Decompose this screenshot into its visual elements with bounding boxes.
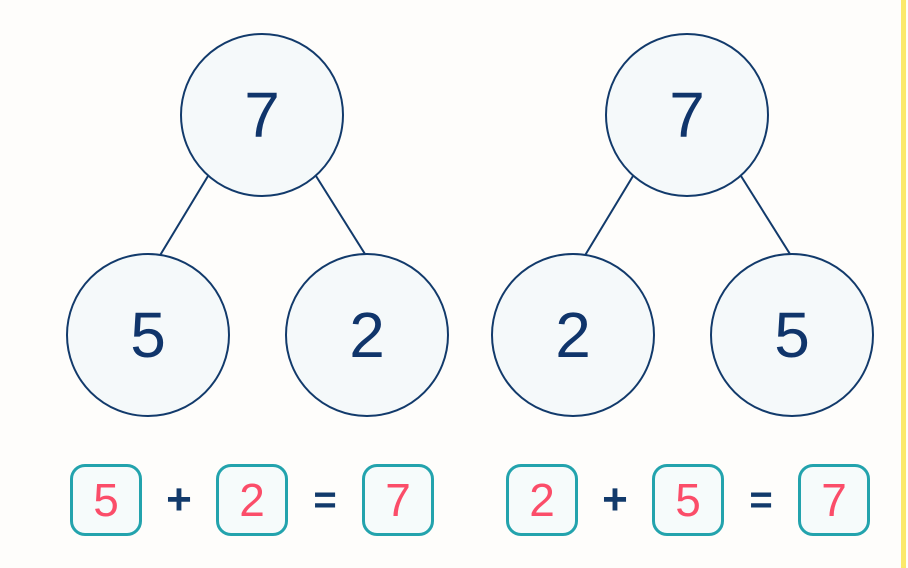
plus-icon: +: [166, 475, 192, 524]
bond-left-whole-value: 7: [244, 79, 280, 151]
bond-connector-lines-left: [155, 175, 371, 263]
equation-right: 2 + 5 = 7: [506, 462, 870, 538]
connector-right-branch: [315, 175, 371, 263]
connector-left-branch: [580, 175, 634, 263]
bond-connector-lines-right: [580, 175, 796, 263]
equation-left-addend-a-value: 5: [93, 474, 119, 526]
equation-right-sum-box[interactable]: 7: [798, 464, 870, 536]
bond-right-part-b-value: 5: [774, 299, 810, 371]
equation-left-addend-b-box[interactable]: 2: [216, 464, 288, 536]
bond-left-part-b-circle[interactable]: 2: [285, 253, 449, 417]
number-bond-left: 7 5 2: [60, 0, 480, 440]
bond-right-part-b-circle[interactable]: 5: [710, 253, 874, 417]
equation-left-addend-b-value: 2: [239, 474, 265, 526]
number-bond-right: 7 2 5: [485, 0, 905, 440]
equals-icon: =: [749, 478, 773, 522]
bond-left-part-b-value: 2: [349, 299, 385, 371]
plus-icon: +: [602, 475, 628, 524]
equation-right-sum-value: 7: [821, 474, 847, 526]
connector-left-branch: [155, 175, 209, 263]
equals-icon: =: [313, 478, 337, 522]
bond-left-part-a-value: 5: [130, 299, 166, 371]
bond-right-part-a-circle[interactable]: 2: [491, 253, 655, 417]
equation-left-sum-box[interactable]: 7: [362, 464, 434, 536]
connector-right-branch: [740, 175, 796, 263]
bond-right-whole-value: 7: [669, 79, 705, 151]
bond-right-whole-circle[interactable]: 7: [605, 33, 769, 197]
equation-right-addend-a-box[interactable]: 2: [506, 464, 578, 536]
equation-right-addend-a-value: 2: [529, 474, 555, 526]
bond-left-whole-circle[interactable]: 7: [180, 33, 344, 197]
bond-right-part-a-value: 2: [555, 299, 591, 371]
right-edge-accent-rule: [901, 0, 906, 568]
equation-left-sum-value: 7: [385, 474, 411, 526]
equation-right-addend-b-box[interactable]: 5: [652, 464, 724, 536]
equation-left: 5 + 2 = 7: [70, 462, 434, 538]
equation-right-addend-b-value: 5: [675, 474, 701, 526]
equation-left-addend-a-box[interactable]: 5: [70, 464, 142, 536]
bond-left-part-a-circle[interactable]: 5: [66, 253, 230, 417]
